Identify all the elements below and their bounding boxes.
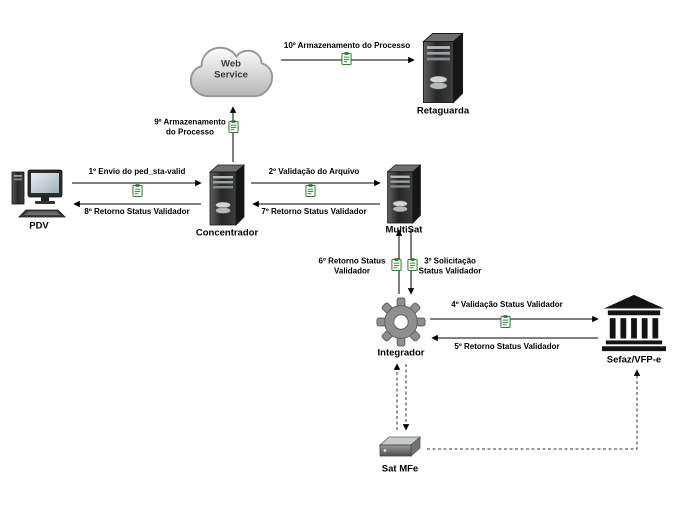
web-service-cloud-icon[interactable] <box>189 46 274 98</box>
solid-edges <box>72 56 599 342</box>
process-doc-icon <box>132 184 143 197</box>
retaguarda-server-icon[interactable] <box>422 32 464 104</box>
pdv-computer-icon[interactable] <box>11 169 66 218</box>
sefaz-building-icon[interactable] <box>602 294 666 352</box>
process-doc-icon <box>305 184 316 197</box>
process-doc-icon <box>391 258 402 271</box>
process-doc-icon <box>500 315 511 328</box>
process-doc-icon <box>341 52 352 65</box>
process-doc-icon <box>407 258 418 271</box>
multisat-server-icon[interactable] <box>387 164 421 224</box>
process-doc-icon <box>228 120 239 133</box>
edge-satmfe-to-sefaz-arrow <box>427 369 641 450</box>
sat-mfe-device-icon[interactable] <box>379 436 421 457</box>
integrador-gear-icon[interactable] <box>376 297 426 347</box>
concentrador-server-icon[interactable] <box>209 164 245 226</box>
dashed-edges <box>393 363 641 450</box>
